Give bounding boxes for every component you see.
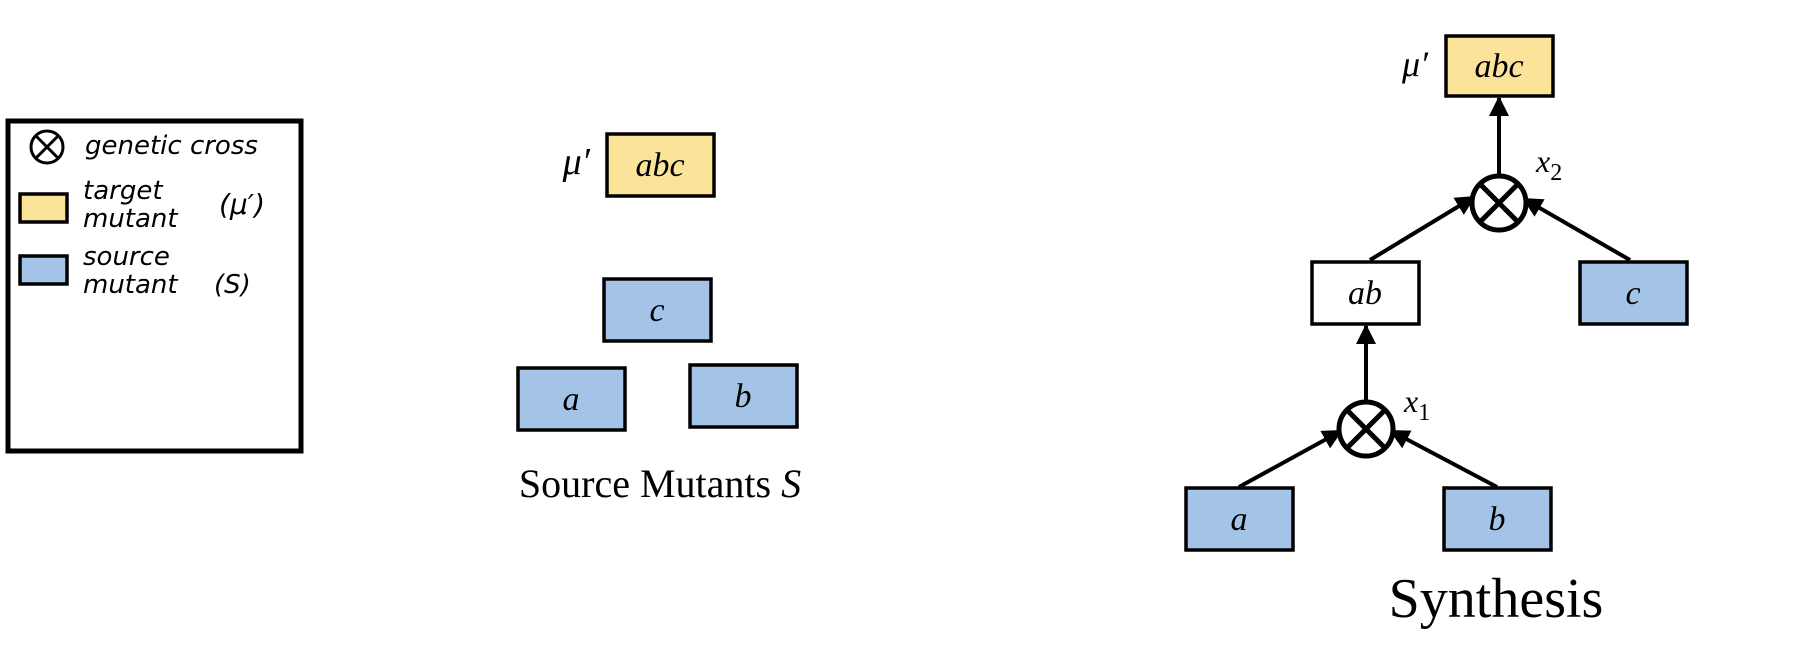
legend-source-symbol: (S)	[214, 270, 251, 300]
source-node-a-label: a	[563, 381, 580, 418]
synthesis-target-box	[1444, 34, 1555, 98]
source-node-c-label: c	[649, 292, 664, 329]
legend-target-line1: target	[83, 176, 163, 206]
synthesis-target-label: abc	[1474, 48, 1523, 85]
source-node-b	[688, 363, 799, 429]
synthesis-node-a-label: a	[1231, 501, 1248, 538]
source-target-label: abc	[635, 147, 684, 184]
intermediate-node-ab-label: ab	[1348, 275, 1382, 312]
legend-cross-label: genetic cross	[85, 131, 258, 161]
legend-target-symbol: (μ′)	[219, 188, 265, 221]
legend-target-swatch	[18, 192, 69, 224]
synthesis-node-b-label: b	[1489, 501, 1506, 538]
synthesis-caption: Synthesis	[1389, 568, 1604, 630]
legend-target-line2: mutant	[83, 204, 178, 234]
source-panel: μ′ abc c a b Source Mutants S	[516, 132, 801, 506]
source-target-symbol: μ′	[562, 141, 591, 183]
cross-icon	[29, 129, 65, 165]
legend-source-swatch	[18, 254, 69, 286]
cross2-label: x2	[1535, 143, 1562, 186]
edge-ab-to-cross2	[1368, 195, 1476, 262]
synthesis-panel: μ′ abc x2 ab c x1 a b Synthesis	[1184, 34, 1689, 630]
synthesis-node-c-label: c	[1625, 275, 1640, 312]
cross1-icon	[1336, 399, 1396, 459]
legend-source-line1: source	[83, 242, 170, 272]
source-node-b-label: b	[735, 378, 752, 415]
legend-frame	[5, 118, 304, 454]
synthesis-node-b	[1442, 486, 1553, 552]
edge-c-to-cross2	[1522, 197, 1631, 262]
synthesis-target-symbol: μ′	[1401, 44, 1429, 84]
intermediate-node-ab	[1310, 260, 1421, 326]
source-node-a	[516, 366, 627, 432]
edge-a-to-cross1	[1238, 429, 1343, 489]
synthesis-node-a	[1184, 486, 1295, 552]
cross1-label: x1	[1403, 383, 1430, 426]
source-node-c	[602, 277, 713, 343]
synthesis-node-c	[1578, 260, 1689, 326]
cross2-icon	[1469, 173, 1529, 233]
legend-source-line2: mutant	[83, 270, 178, 300]
source-target-box	[605, 132, 716, 198]
legend: genetic cross target mutant (μ′) source …	[5, 118, 304, 454]
source-caption: Source Mutants S	[519, 461, 801, 506]
edge-b-to-cross1	[1389, 429, 1498, 489]
